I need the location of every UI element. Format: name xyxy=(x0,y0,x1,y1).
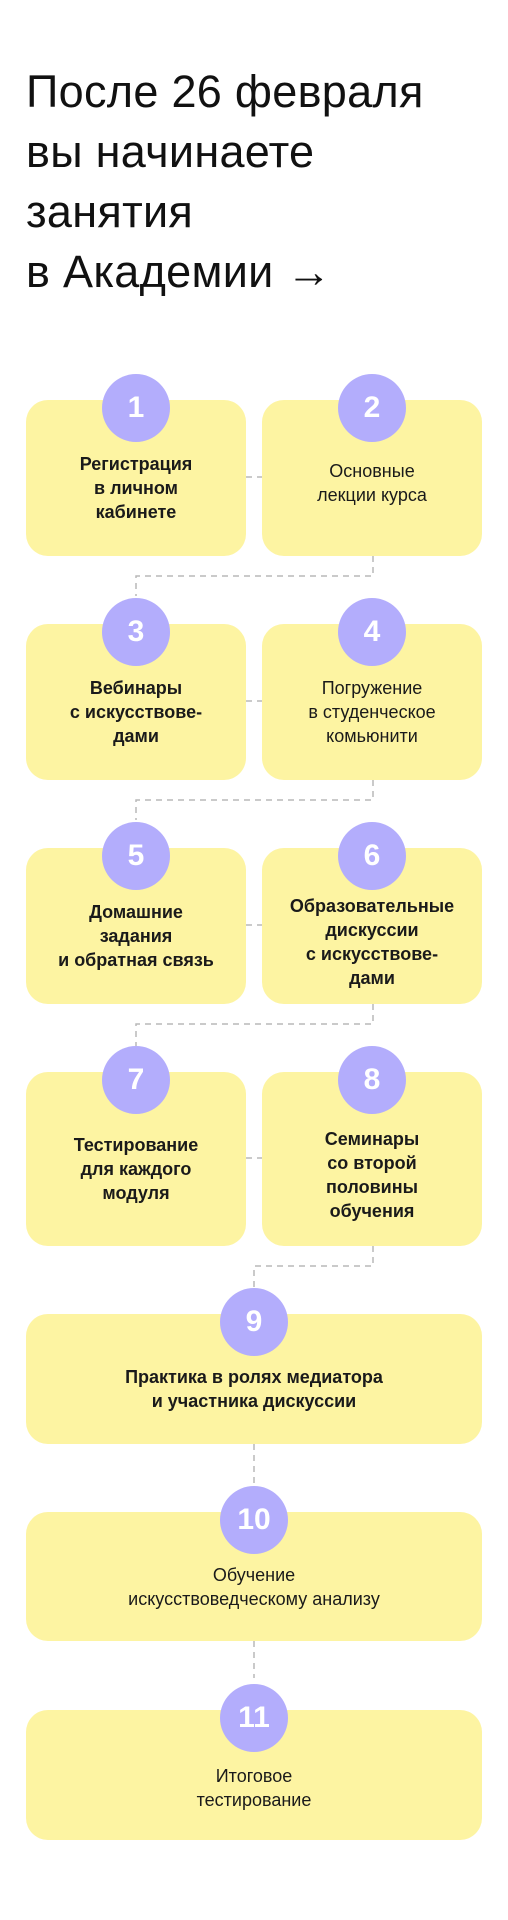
title-line-4: в Академии → xyxy=(26,246,332,297)
step-label: Обучение искусствоведческому анализу xyxy=(128,1564,380,1609)
step-number-badge: 2 xyxy=(338,374,406,442)
connector-6-7 xyxy=(135,1004,374,1046)
connector-8-9 xyxy=(253,1246,374,1288)
step-number-badge: 7 xyxy=(102,1046,170,1114)
step-label: Практика в ролях медиатора и участника д… xyxy=(125,1367,383,1411)
step-label: Семинары со второй половины обучения xyxy=(324,1129,420,1221)
step-label: Домашние задания и обратная связь xyxy=(58,902,214,970)
step-number-badge: 10 xyxy=(220,1486,288,1554)
step-number-badge: 8 xyxy=(338,1046,406,1114)
connector-4-5 xyxy=(135,780,374,820)
step-label: Основные лекции курса xyxy=(317,461,427,505)
step-label: Погружение в студенческое комьюнити xyxy=(308,678,436,746)
step-label: Регистрация в личном кабинете xyxy=(79,454,193,522)
step-label: Вебинары с искусствове- дами xyxy=(69,678,203,746)
step-number-badge: 6 xyxy=(338,822,406,890)
title-line-2: вы начинаете xyxy=(26,126,315,177)
step-number-badge: 11 xyxy=(220,1684,288,1752)
step-label: Итоговое тестирование xyxy=(196,1766,312,1810)
step-label: Образовательные дискуссии с искусствове-… xyxy=(289,896,455,988)
step-number-badge: 3 xyxy=(102,598,170,666)
connector-2-3 xyxy=(135,556,374,596)
step-number-badge: 4 xyxy=(338,598,406,666)
step-number-badge: 1 xyxy=(102,374,170,442)
step-card-10: Обучение искусствоведческому анализу xyxy=(26,1512,482,1641)
step-label: Тестирование для каждого модуля xyxy=(73,1135,199,1203)
step-number-badge: 9 xyxy=(220,1288,288,1356)
step-card-9: Практика в ролях медиатора и участника д… xyxy=(26,1314,482,1444)
title-line-1: После 26 февраля xyxy=(26,66,424,117)
title-line-3: занятия xyxy=(26,186,194,237)
step-number-badge: 5 xyxy=(102,822,170,890)
page-title: После 26 февраля вы начинаете занятия в … xyxy=(26,62,496,302)
